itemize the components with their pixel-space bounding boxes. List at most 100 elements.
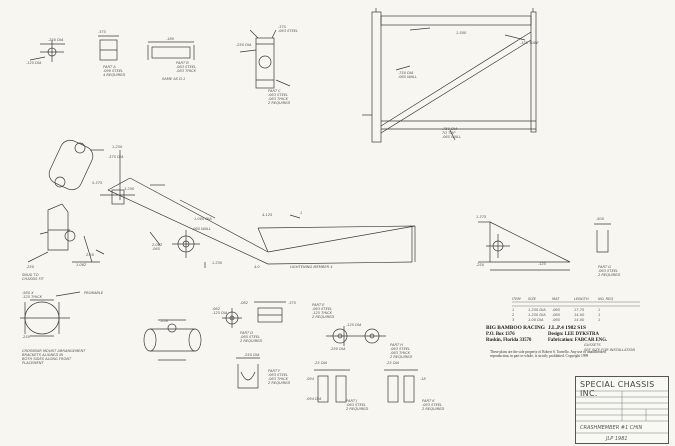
- svg-text:PROBABLE: PROBABLE: [84, 291, 104, 295]
- address-line-2: Ruskin, Florida 33570: [486, 338, 532, 343]
- svg-text:BRACKETS ALIGNED IN: BRACKETS ALIGNED IN: [22, 353, 63, 357]
- svg-text:.063 THICK: .063 THICK: [176, 69, 197, 73]
- table-header-cell: ITEM: [512, 297, 521, 301]
- table-cell: 2: [512, 313, 515, 317]
- svg-text:1: 1: [300, 211, 302, 215]
- svg-text:.063 THICK: .063 THICK: [390, 351, 411, 355]
- svg-text:2 REQUIRED: 2 REQUIRED: [598, 273, 620, 277]
- svg-text:TO TOP: TO TOP: [442, 131, 456, 135]
- svg-text:.500: .500: [596, 217, 605, 221]
- title-block-grid: CRASHMEMBER #1 CHIN JLP 1981: [576, 390, 668, 442]
- table-cell: 1: [598, 308, 600, 312]
- svg-text:.094: .094: [306, 377, 315, 381]
- svg-text:.063 THICK: .063 THICK: [268, 97, 289, 101]
- svg-text:.125 DIA: .125 DIA: [346, 323, 362, 327]
- table-cell: .065: [552, 318, 561, 322]
- svg-text:.125 DIA: .125 DIA: [212, 311, 228, 315]
- sheet-name: CRASHMEMBER #1 CHIN: [580, 425, 642, 431]
- svg-text:PART E: PART E: [312, 303, 325, 307]
- svg-text:.063 STEEL: .063 STEEL: [278, 29, 298, 33]
- svg-text:.063 STEEL: .063 STEEL: [422, 403, 442, 407]
- svg-text:1.500: 1.500: [456, 31, 467, 35]
- svg-text:.062: .062: [240, 301, 249, 305]
- tube-bracket: [48, 139, 104, 191]
- svg-text:.18: .18: [420, 377, 426, 381]
- table-header-cell: LENGTH: [574, 297, 589, 301]
- svg-text:PART C: PART C: [268, 89, 281, 93]
- svg-text:2 REQUIRED: 2 REQUIRED: [268, 101, 290, 105]
- svg-text:.094 DIA: .094 DIA: [306, 397, 322, 401]
- mount-boss: [172, 230, 200, 258]
- svg-text:CHASSIS FIT: CHASSIS FIT: [22, 277, 45, 281]
- small-part-a: [29, 40, 65, 62]
- svg-text:.125 THICK: .125 THICK: [22, 295, 43, 299]
- svg-text:2 REQUIRED: 2 REQUIRED: [240, 339, 262, 343]
- svg-text:1.375: 1.375: [476, 215, 487, 219]
- table-cell: .065: [552, 313, 561, 317]
- svg-text:.065: .065: [152, 247, 161, 251]
- svg-text:.250 DIA: .250 DIA: [244, 353, 260, 357]
- svg-text:.375: .375: [278, 25, 287, 29]
- svg-text:.375: .375: [288, 301, 297, 305]
- svg-text:.065 WALL: .065 WALL: [398, 75, 417, 79]
- small-part-b: [98, 35, 119, 61]
- table-cell: .065: [552, 308, 561, 312]
- table-cell: 3: [512, 318, 515, 322]
- svg-text:.250: .250: [22, 335, 31, 339]
- small-part-j: [314, 369, 350, 403]
- svg-text:SNUG TO: SNUG TO: [22, 273, 39, 277]
- svg-text:PART K: PART K: [422, 399, 435, 403]
- small-part-h: [326, 326, 386, 346]
- svg-text:PART D: PART D: [240, 331, 253, 335]
- sheet-date: JLP 1981: [605, 436, 628, 442]
- svg-text:5.375: 5.375: [92, 181, 103, 185]
- u-bracket: [594, 223, 611, 253]
- svg-text:.250: .250: [160, 319, 169, 323]
- svg-text:PART A: PART A: [103, 65, 116, 69]
- svg-text:.063 STEEL: .063 STEEL: [346, 403, 366, 407]
- svg-text:4.0: 4.0: [254, 265, 260, 269]
- side-bracket: [27, 203, 76, 263]
- svg-text:1.062: 1.062: [76, 263, 87, 267]
- svg-text:4 REQUIRED: 4 REQUIRED: [103, 73, 125, 77]
- small-part-g: [236, 357, 260, 389]
- svg-text:.25 DIA: .25 DIA: [386, 361, 400, 365]
- svg-text:3.250: 3.250: [124, 187, 135, 191]
- svg-text:.063 STEEL: .063 STEEL: [312, 307, 332, 311]
- svg-text:PART G: PART G: [598, 265, 611, 269]
- table-cell: 14.00: [574, 318, 585, 322]
- svg-text:.250 DIA: .250 DIA: [48, 38, 64, 42]
- svg-text:LIGHTENING MEMBER 4: LIGHTENING MEMBER 4: [290, 265, 333, 269]
- svg-text:.125: .125: [538, 262, 547, 266]
- svg-text:.560 X: .560 X: [22, 291, 34, 295]
- svg-text:.25 DIA: .25 DIA: [314, 361, 328, 365]
- svg-text:SAME AS D.1: SAME AS D.1: [162, 77, 185, 81]
- svg-text:.063 STEEL: .063 STEEL: [176, 65, 196, 69]
- table-cell: 1.00 DIA: [528, 318, 544, 322]
- svg-text:4.125: 4.125: [262, 213, 273, 217]
- svg-text:.063 THICK: .063 THICK: [268, 377, 289, 381]
- svg-text:.180: .180: [166, 37, 175, 41]
- crossbar-mount-arrangement: [20, 291, 81, 337]
- svg-text:PART J: PART J: [346, 399, 357, 403]
- small-part-c: [147, 41, 195, 60]
- project-title: J.L.P.4 1982 S1S: [548, 325, 586, 331]
- svg-text:PART H: PART H: [390, 343, 403, 347]
- svg-text:.125 TUBE: .125 TUBE: [520, 41, 539, 45]
- svg-text:2 REQUIRED: 2 REQUIRED: [390, 355, 412, 359]
- table-header-cell: NO. REQ: [598, 297, 613, 301]
- svg-text:2.50: 2.50: [86, 253, 95, 257]
- svg-text:SEE SIZE FOR INSTALLATION: SEE SIZE FOR INSTALLATION: [584, 348, 635, 352]
- material-table-grid: [512, 301, 640, 307]
- svg-text:.125 DIA: .125 DIA: [26, 61, 42, 65]
- svg-text:BOTH SIDES ALONG FRONT: BOTH SIDES ALONG FRONT: [22, 357, 72, 361]
- svg-text:.250: .250: [26, 265, 35, 269]
- small-part-d: [239, 29, 291, 89]
- svg-text:.063 STEEL: .063 STEEL: [268, 373, 288, 377]
- fabricator-line: Fabrication: FABCAR ENG.: [548, 338, 608, 343]
- svg-text:1.250: 1.250: [112, 145, 123, 149]
- svg-text:.063 STEEL: .063 STEEL: [598, 269, 618, 273]
- copyright-notice: These plans are the sole property of Rob…: [490, 350, 606, 359]
- svg-text:2.062: 2.062: [152, 243, 163, 247]
- svg-text:2 REQUIRED: 2 REQUIRED: [422, 407, 444, 411]
